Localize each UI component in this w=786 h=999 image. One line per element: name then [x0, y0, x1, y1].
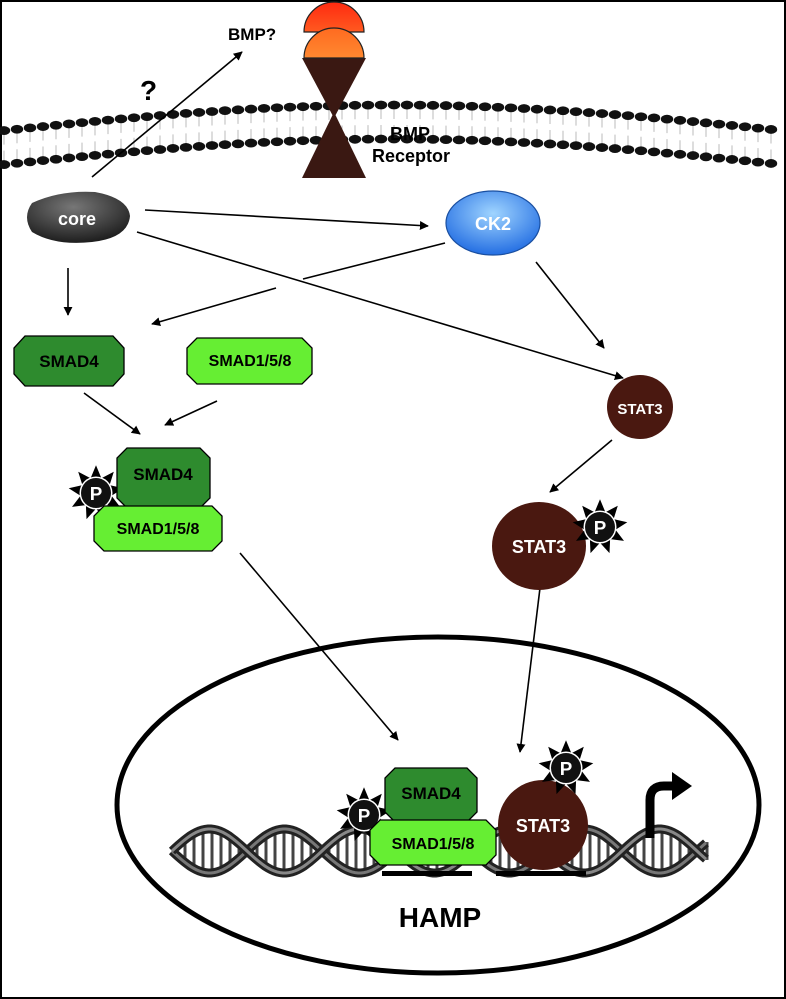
transcription-start-arrow [645, 772, 692, 838]
stat3-label: STAT3 [617, 401, 662, 418]
receptor-label-line1: BMP [390, 124, 430, 144]
arrow-ck2-to-stat3 [535, 261, 605, 349]
complex-smad158-label: SMAD1/5/8 [117, 521, 200, 538]
smad4-label: SMAD4 [39, 352, 99, 371]
arrow-core-to-bmp [91, 51, 243, 178]
phospho-smad-complex: P SMAD4 SMAD1/5/8 [68, 447, 223, 552]
core-label: core [58, 209, 96, 229]
stat3-node [607, 375, 673, 439]
phospho-label: P [594, 517, 607, 538]
nuclear-smad-complex: P SMAD4 SMAD1/5/8 [336, 767, 497, 866]
nuclear-smad158-node [369, 819, 497, 866]
phospho-stat3: STAT3 P [492, 499, 628, 590]
nucleus [114, 634, 762, 976]
smad158-label: SMAD1/5/8 [209, 353, 292, 370]
phospho-label: P [90, 483, 103, 504]
phospho-badge: P [68, 465, 124, 520]
stat3-binding-site [496, 871, 586, 876]
arrow-ck2-to-smad-part1 [302, 242, 446, 280]
phospho-badge: P [336, 787, 392, 842]
smad-binding-site [382, 871, 472, 876]
phospho-label: P [358, 805, 371, 826]
arrow-core-to-stat3 [136, 231, 624, 380]
arrow-smad4-to-complex [83, 392, 141, 435]
arrow-smad158-to-complex [164, 400, 218, 426]
nuclear-smad4-label: SMAD4 [401, 784, 461, 803]
smad4-node [13, 335, 125, 387]
pstat3-label: STAT3 [512, 537, 566, 557]
arrow-ck2-to-smad-part2 [151, 287, 277, 327]
ck2-label: CK2 [475, 214, 511, 234]
nuclear-smad158-label: SMAD1/5/8 [392, 836, 475, 853]
smad158-node [186, 337, 313, 385]
nuclear-stat3-label: STAT3 [516, 816, 570, 836]
question-mark: ? [140, 75, 157, 106]
nuclear-stat3-node [498, 780, 588, 870]
phospho-badge: P [538, 740, 594, 795]
complex-smad158-node [93, 505, 223, 552]
ck2-node [445, 190, 541, 256]
bmp-ligand [303, 1, 365, 59]
pstat3-node [492, 502, 586, 590]
hamp-gene-label: HAMP [399, 902, 481, 933]
phospho-label: P [560, 758, 573, 779]
bmp-label: BMP? [228, 25, 276, 44]
arrow-core-to-ck2 [144, 209, 429, 231]
receptor-label-line2: Receptor [372, 146, 450, 166]
arrows [63, 51, 624, 753]
bmp-receptor [302, 58, 366, 178]
complex-smad4-label: SMAD4 [133, 465, 193, 484]
core-protein [27, 191, 130, 243]
nuclear-stat3: STAT3 P [498, 740, 594, 870]
cell-membrane [0, 100, 778, 169]
phospho-badge: P [572, 499, 628, 554]
arrow-pstat3-to-hamp [516, 587, 541, 753]
arrow-stat3-to-pstat3 [549, 439, 613, 493]
